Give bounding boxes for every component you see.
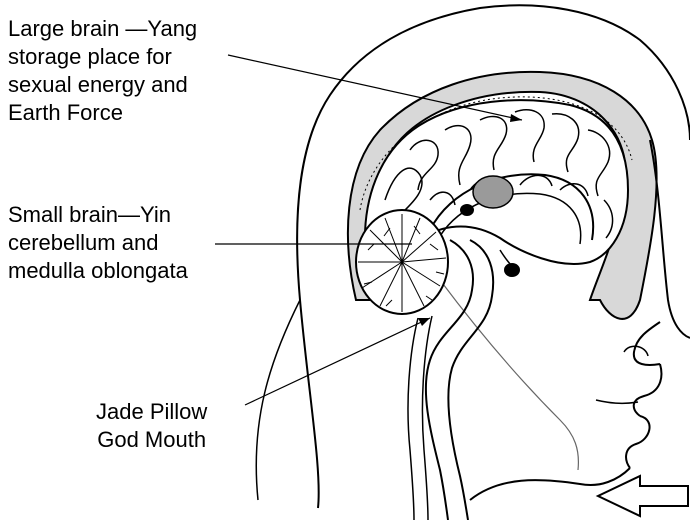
lips xyxy=(596,400,638,403)
label-large-brain: Large brain —Yang storage place for sexu… xyxy=(8,15,197,127)
label-line: Earth Force xyxy=(8,99,197,127)
label-line: sexual energy and xyxy=(8,71,197,99)
neck-back xyxy=(256,300,300,500)
label-line: Large brain —Yang xyxy=(8,15,197,43)
label-jade-pillow: Jade Pillow God Mouth xyxy=(96,398,207,454)
pointer-jade-pillow xyxy=(245,318,430,405)
label-line: God Mouth xyxy=(96,426,207,454)
label-line: storage place for xyxy=(8,43,197,71)
pineal-gland xyxy=(460,204,474,216)
label-line: medulla oblongata xyxy=(8,257,188,285)
label-line: cerebellum and xyxy=(8,229,188,257)
label-line: Small brain—Yin xyxy=(8,201,188,229)
label-line: Jade Pillow xyxy=(96,398,207,426)
jaw-line xyxy=(440,280,578,470)
label-small-brain: Small brain—Yin cerebellum and medulla o… xyxy=(8,201,188,285)
thalamus xyxy=(473,176,513,208)
arrow-icon xyxy=(598,476,688,516)
